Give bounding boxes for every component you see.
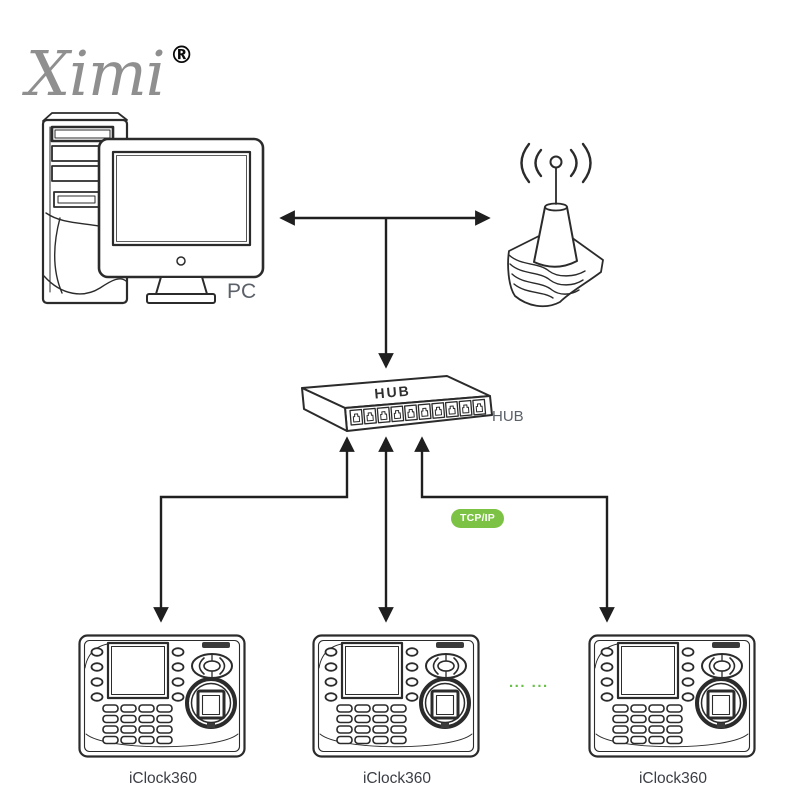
brand-logo-text: Ximi <box>26 37 166 110</box>
hub-top-text: HUB <box>374 382 412 401</box>
registered-trademark-icon: ® <box>169 41 194 69</box>
more-devices-ellipsis: ... ... <box>509 674 549 691</box>
device-label-1: iClock360 <box>128 770 198 787</box>
brand-logo: Ximi® <box>26 37 194 110</box>
pc-monitor-icon <box>97 137 265 304</box>
pc-label: PC <box>227 280 257 303</box>
hub-label: HUB <box>492 408 524 425</box>
tcpip-badge: TCP/IP <box>451 509 504 528</box>
iclock-device-3 <box>587 633 757 759</box>
hub-icon: HUB <box>301 375 493 432</box>
device-label-2: iClock360 <box>362 770 432 787</box>
wireless-antenna-icon <box>507 142 604 308</box>
device-label-3: iClock360 <box>638 770 708 787</box>
arrow-hub-device-left <box>153 436 355 623</box>
arrow-hub-device-right <box>414 436 615 623</box>
iclock-device-1 <box>77 633 247 759</box>
connection-arrows <box>153 210 615 623</box>
iclock-device-2 <box>311 633 481 759</box>
